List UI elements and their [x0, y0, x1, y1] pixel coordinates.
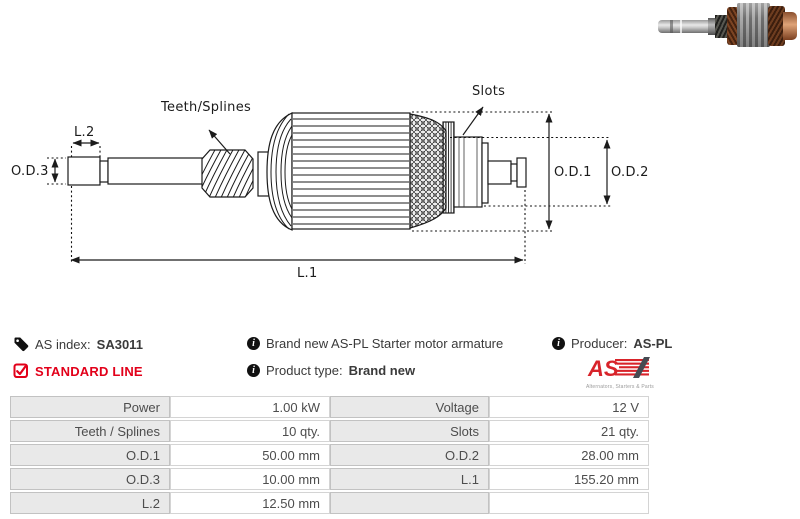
technical-diagram: Teeth/Splines Slots L.2 O.D.3 O.D.1 O.D.…: [11, 84, 649, 281]
l2-label: L.2: [74, 125, 95, 140]
spec-label: Power: [10, 396, 170, 418]
spec-label: Slots: [330, 420, 489, 442]
spec-label: L.2: [10, 492, 170, 514]
od3-label: O.D.3: [11, 164, 49, 179]
checkbox-icon: [13, 363, 28, 378]
producer-row: i Producer: AS-PL: [552, 336, 672, 351]
spec-value: 155.20 mm: [489, 468, 649, 490]
spec-value: [489, 492, 649, 514]
info-icon: i: [247, 337, 260, 350]
spec-value: 50.00 mm: [170, 444, 330, 466]
as-pl-logo-text: AS: [587, 357, 619, 381]
product-type-label: Product type:: [266, 363, 343, 378]
armature-drawing: [47, 106, 611, 264]
spec-label: Teeth / Splines: [10, 420, 170, 442]
standard-line-row: STANDARD LINE: [13, 363, 143, 379]
product-type-row: i Product type: Brand new: [247, 363, 415, 378]
spec-value: 28.00 mm: [489, 444, 649, 466]
photo-core: [737, 3, 770, 47]
spec-table: Power 1.00 kW Voltage 12 V Teeth / Splin…: [10, 396, 649, 514]
producer-label: Producer:: [571, 336, 628, 351]
slots-label: Slots: [472, 84, 506, 99]
spec-label: L.1: [330, 468, 489, 490]
photo-winding-left: [727, 7, 739, 45]
photo-shaft: [658, 20, 714, 33]
info-icon: i: [247, 364, 260, 377]
spec-value: 12.50 mm: [170, 492, 330, 514]
l1-label: L.1: [297, 266, 318, 281]
photo-winding-right: [768, 6, 785, 46]
spec-label: O.D.1: [10, 444, 170, 466]
teeth-splines-label: Teeth/Splines: [161, 100, 252, 115]
spec-value: 1.00 kW: [170, 396, 330, 418]
spec-label: O.D.3: [10, 468, 170, 490]
tag-icon: [14, 337, 29, 352]
photo-shaft-highlight: [680, 20, 682, 33]
spec-label: [330, 492, 489, 514]
product-photo[interactable]: [656, 2, 800, 48]
photo-collar: [708, 18, 716, 35]
as-index-value: SA3011: [96, 336, 143, 352]
as-pl-logo-mark: AS: [587, 356, 650, 381]
product-type-value: Brand new: [348, 363, 416, 378]
producer-value: AS-PL: [633, 336, 673, 351]
photo-shaft-ring: [670, 20, 673, 33]
spec-value: 10.00 mm: [170, 468, 330, 490]
spec-value: 12 V: [489, 396, 649, 418]
spec-value: 10 qty.: [170, 420, 330, 442]
spec-value: 21 qty.: [489, 420, 649, 442]
standard-line-badge: STANDARD LINE: [35, 363, 143, 379]
as-pl-logo: AS Alternators, Starters & Parts: [585, 356, 655, 390]
info-icon: i: [552, 337, 565, 350]
description-row: i Brand new AS-PL Starter motor armature: [247, 336, 503, 351]
od1-label: O.D.1: [554, 165, 592, 180]
product-description: Brand new AS-PL Starter motor armature: [266, 336, 504, 351]
od2-label: O.D.2: [611, 165, 649, 180]
as-pl-logo-subtext: Alternators, Starters & Parts: [585, 384, 655, 390]
photo-spline: [715, 15, 729, 38]
as-index-row: AS index: SA3011: [13, 336, 143, 352]
photo-core-shade: [737, 3, 770, 47]
as-index-label: AS index:: [35, 336, 91, 352]
photo-commutator: [783, 12, 797, 40]
spec-label: O.D.2: [330, 444, 489, 466]
spec-label: Voltage: [330, 396, 489, 418]
